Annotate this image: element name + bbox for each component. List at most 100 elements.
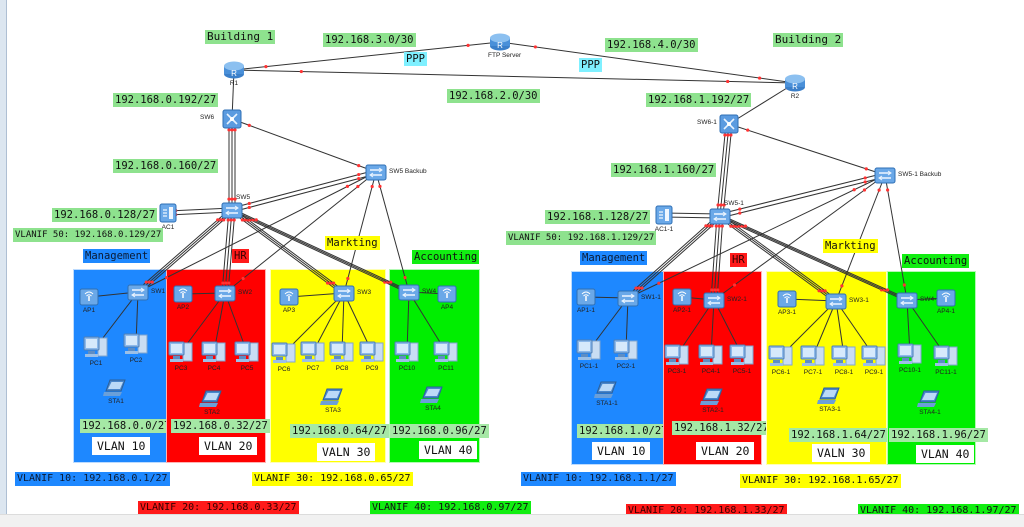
- network-link[interactable]: [630, 215, 724, 299]
- network-link[interactable]: [716, 123, 727, 217]
- access-point[interactable]: [279, 288, 299, 306]
- aggregation-switch[interactable]: [221, 202, 243, 219]
- pc[interactable]: [768, 344, 794, 368]
- network-link[interactable]: [140, 209, 236, 293]
- network-link[interactable]: [710, 215, 718, 301]
- wireless-station[interactable]: [420, 386, 446, 404]
- access-point[interactable]: [777, 290, 797, 308]
- access-switch[interactable]: [703, 292, 725, 309]
- router-r2[interactable]: R: [784, 74, 806, 92]
- pc[interactable]: [433, 340, 459, 364]
- network-link[interactable]: [884, 174, 908, 301]
- wireless-station[interactable]: [103, 379, 129, 397]
- network-link[interactable]: [719, 123, 730, 217]
- wireless-station[interactable]: [320, 388, 346, 406]
- network-link[interactable]: [221, 209, 230, 294]
- network-link[interactable]: [722, 215, 911, 301]
- network-link[interactable]: [713, 215, 721, 301]
- network-link[interactable]: [134, 209, 230, 293]
- ppp-link[interactable]: [233, 41, 501, 71]
- ftp-server[interactable]: R: [489, 33, 511, 51]
- network-link[interactable]: [375, 171, 410, 293]
- access-switch[interactable]: [214, 285, 236, 302]
- network-link[interactable]: [719, 176, 886, 219]
- network-link[interactable]: [624, 215, 718, 299]
- ppp-link[interactable]: [499, 41, 796, 84]
- network-link[interactable]: [231, 209, 410, 293]
- network-link[interactable]: [716, 215, 724, 301]
- wireless-station[interactable]: [594, 381, 620, 399]
- core-switch[interactable]: [222, 109, 242, 129]
- network-link[interactable]: [713, 174, 886, 301]
- network-link[interactable]: [137, 209, 233, 293]
- network-link[interactable]: [283, 292, 345, 354]
- network-link[interactable]: [180, 292, 226, 353]
- pc[interactable]: [234, 340, 260, 364]
- pc[interactable]: [300, 340, 326, 364]
- pc[interactable]: [933, 344, 959, 368]
- network-link[interactable]: [167, 211, 233, 216]
- network-link[interactable]: [728, 82, 796, 125]
- network-link[interactable]: [312, 292, 345, 353]
- network-link[interactable]: [137, 171, 377, 293]
- access-point[interactable]: [173, 285, 193, 303]
- network-link[interactable]: [719, 172, 886, 215]
- wireless-station[interactable]: [700, 388, 726, 406]
- backup-switch[interactable]: [874, 167, 896, 184]
- network-link[interactable]: [231, 118, 377, 173]
- access-point[interactable]: [437, 285, 457, 303]
- network-link[interactable]: [227, 209, 236, 294]
- network-link[interactable]: [719, 215, 837, 302]
- access-switch[interactable]: [825, 293, 847, 310]
- inter-building-link[interactable]: [233, 69, 796, 84]
- network-link[interactable]: [627, 174, 886, 299]
- pc[interactable]: [271, 341, 297, 365]
- access-switch[interactable]: [896, 292, 918, 309]
- wireless-station[interactable]: [199, 390, 225, 408]
- pc[interactable]: [664, 343, 690, 367]
- network-link[interactable]: [231, 169, 377, 209]
- network-link[interactable]: [234, 209, 348, 294]
- access-point[interactable]: [576, 288, 596, 306]
- router-r1[interactable]: R: [223, 61, 245, 79]
- network-link[interactable]: [722, 123, 733, 217]
- access-point[interactable]: [672, 288, 692, 306]
- network-link[interactable]: [716, 215, 905, 301]
- pc[interactable]: [729, 343, 755, 367]
- wireless-station[interactable]: [917, 390, 943, 408]
- pc[interactable]: [613, 338, 639, 362]
- pc[interactable]: [897, 342, 923, 366]
- pc[interactable]: [201, 340, 227, 364]
- pc[interactable]: [394, 340, 420, 364]
- network-link[interactable]: [228, 209, 342, 294]
- access-switch[interactable]: [617, 290, 639, 307]
- access-controller[interactable]: [159, 203, 177, 223]
- pc[interactable]: [831, 344, 857, 368]
- pc[interactable]: [359, 340, 385, 364]
- access-switch[interactable]: [398, 284, 420, 301]
- network-link[interactable]: [343, 171, 377, 294]
- pc[interactable]: [861, 344, 887, 368]
- network-link[interactable]: [716, 215, 834, 302]
- access-point[interactable]: [79, 288, 99, 306]
- network-link[interactable]: [728, 123, 886, 176]
- network-link[interactable]: [224, 209, 233, 294]
- pc[interactable]: [168, 340, 194, 364]
- network-link[interactable]: [228, 209, 407, 293]
- network-link[interactable]: [234, 209, 413, 293]
- core-switch[interactable]: [719, 114, 739, 134]
- backup-switch[interactable]: [365, 164, 387, 181]
- pc[interactable]: [83, 335, 109, 359]
- network-link[interactable]: [627, 215, 721, 299]
- access-point[interactable]: [936, 289, 956, 307]
- pc[interactable]: [800, 344, 826, 368]
- network-link[interactable]: [835, 174, 886, 302]
- network-link[interactable]: [167, 207, 233, 212]
- access-switch[interactable]: [127, 284, 149, 301]
- network-link[interactable]: [231, 173, 377, 213]
- access-controller[interactable]: [655, 205, 673, 225]
- wireless-station[interactable]: [817, 387, 843, 405]
- pc[interactable]: [576, 338, 602, 362]
- network-link[interactable]: [224, 171, 377, 294]
